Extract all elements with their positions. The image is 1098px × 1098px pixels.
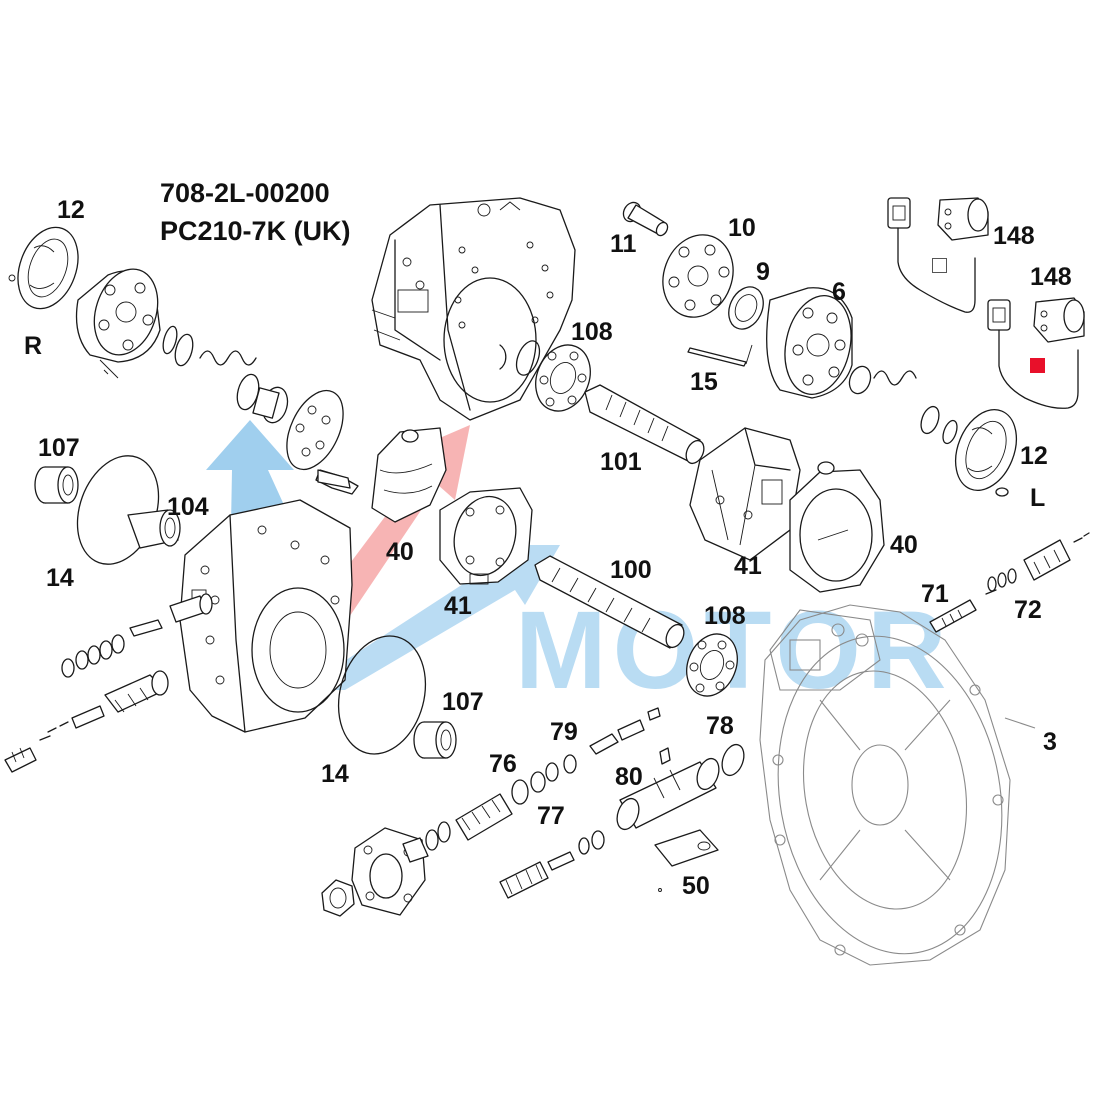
part-6-cylinder-block [766, 287, 853, 399]
part-104-bushing [127, 509, 181, 549]
callout-72: 72 [1014, 596, 1042, 624]
part-50-plate [654, 829, 719, 892]
callout-50: 50 [682, 872, 710, 900]
part-11-pin [622, 201, 669, 237]
part-number-title: 708-2L-00200 [160, 178, 330, 208]
callout-79: 79 [550, 718, 578, 746]
callout-148-lower: 148 [1030, 263, 1072, 291]
part-cylinder-block-right [75, 268, 161, 379]
part-3-flywheel-housing [759, 604, 1036, 966]
callout-40-right: 40 [890, 531, 918, 559]
callout-12-left: 12 [1020, 442, 1048, 470]
part-76-spring [425, 754, 577, 851]
part-108-bearing-lower [686, 633, 738, 697]
part-107-bearing-left [34, 466, 79, 504]
callout-101: 101 [600, 448, 642, 476]
part-101-shaft [584, 384, 705, 465]
side-label-right: R [24, 332, 43, 360]
side-label-left: L [1030, 484, 1046, 512]
callout-76: 76 [489, 750, 517, 778]
part-left-valve-upper [61, 593, 213, 678]
callout-41-right: 41 [734, 552, 762, 580]
callout-10: 10 [728, 214, 756, 242]
legend-filled-square [1030, 358, 1045, 373]
callout-148-upper: 148 [993, 222, 1035, 250]
part-40-swash-center [371, 427, 447, 523]
callout-100: 100 [610, 556, 652, 584]
callout-104: 104 [167, 493, 209, 521]
part-40-plate-right [789, 461, 885, 593]
callout-71: 71 [921, 580, 949, 608]
part-80-sleeve [616, 747, 720, 831]
part-107-bearing-lower [413, 721, 457, 759]
callout-14-upper: 14 [46, 564, 74, 592]
legend-hollow-square [932, 258, 947, 273]
part-41-holder-right [689, 427, 801, 561]
part-15-pin [687, 344, 753, 367]
part-72-plug [987, 532, 1090, 592]
part-41-holder-center [439, 487, 533, 585]
callout-3: 3 [1043, 728, 1057, 756]
callout-40-center: 40 [386, 538, 414, 566]
callout-107-lower: 107 [442, 688, 484, 716]
part-148-solenoid-lower [987, 297, 1085, 409]
part-77-spring [499, 830, 605, 899]
callout-9: 9 [756, 258, 770, 286]
part-14-oring-left [76, 455, 160, 565]
callout-108-lower: 108 [704, 602, 746, 630]
part-100-shaft [534, 555, 685, 649]
machine-model-title: PC210-7K (UK) [160, 216, 351, 246]
callout-77: 77 [537, 802, 565, 830]
part-14-oring-lower [337, 635, 427, 755]
part-79-spool [589, 707, 661, 755]
callout-107-upper: 107 [38, 434, 80, 462]
part-spring-series-left [848, 365, 958, 445]
part-78-oring [721, 743, 745, 777]
part-flange-cover [351, 827, 429, 916]
part-spring-series-right [162, 325, 289, 424]
callout-108-upper: 108 [571, 318, 613, 346]
part-12-valve-plate-left [954, 409, 1018, 497]
callout-11: 11 [610, 230, 637, 258]
part-148-solenoid-upper [887, 197, 989, 313]
callout-80: 80 [615, 763, 643, 791]
callout-15: 15 [690, 368, 718, 396]
part-pin-center [317, 469, 351, 489]
callout-78: 78 [706, 712, 734, 740]
part-nut [321, 879, 355, 917]
part-10-retainer-plate [662, 234, 734, 318]
callout-41-center: 41 [444, 592, 472, 620]
part-rear-housing [179, 499, 353, 733]
part-9-ring [728, 286, 764, 330]
callout-12-right: 12 [57, 196, 85, 224]
callout-6: 6 [832, 278, 846, 306]
part-108-bearing-upper [515, 340, 591, 412]
callout-14-lower: 14 [321, 760, 349, 788]
part-left-valve-lower [4, 670, 169, 773]
part-12-valve-plate-right [8, 226, 79, 310]
